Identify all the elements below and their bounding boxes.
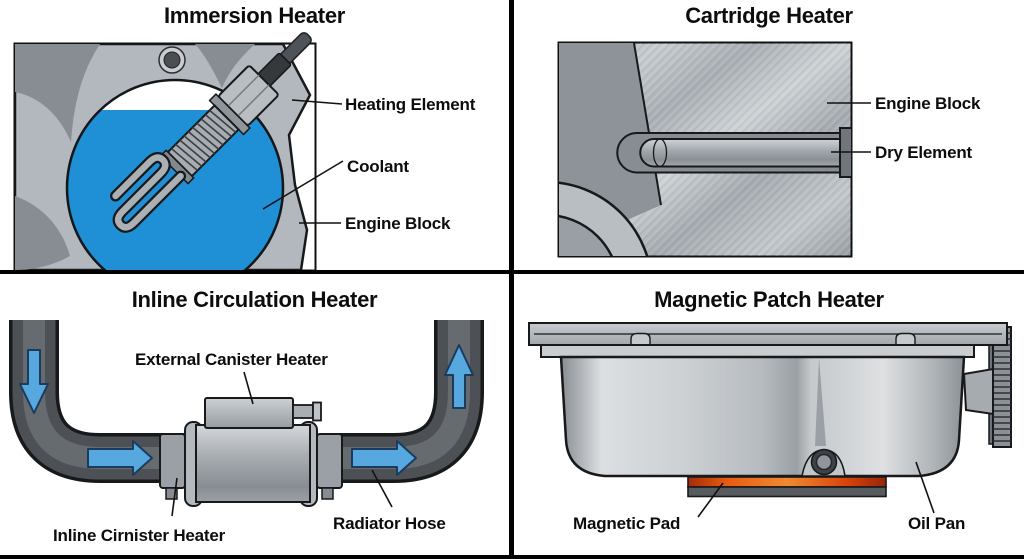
- label-engine-block: Engine Block: [345, 214, 451, 233]
- canister-nozzle-tip: [312, 401, 322, 422]
- casting-ribs: [15, 44, 255, 270]
- label-external-canister-heater: External Canister Heater: [135, 350, 328, 369]
- magnetic-pad-base: [687, 486, 887, 498]
- leader-coolant: [262, 160, 344, 210]
- block-notch-right: [895, 332, 916, 345]
- facet-edge: [633, 43, 662, 206]
- panel-title-immersion: Immersion Heater: [163, 3, 346, 28]
- flow-arrow-right-1: [87, 440, 153, 476]
- panel-title-inline: Inline Circulation Heater: [131, 287, 378, 312]
- bore-hole: [559, 214, 613, 256]
- panel-inline-circulation-heater: Inline Circulation Heater: [0, 274, 509, 555]
- leader-oil-pan: [915, 461, 935, 514]
- radiator-hose-right: [330, 320, 484, 483]
- block-notch-left: [630, 332, 651, 345]
- label-magnetic-pad: Magnetic Pad: [573, 514, 681, 533]
- flow-arrow-up: [444, 344, 474, 409]
- engine-block-bottom: [528, 322, 1008, 346]
- coolant-cavity-outline: [65, 78, 285, 270]
- flow-arrows: [19, 344, 474, 476]
- leader-lines: [697, 461, 935, 518]
- heating-element-loop: [112, 154, 184, 231]
- canister-body: [195, 424, 311, 503]
- flow-arrow-right-2: [351, 440, 417, 476]
- canister-heater-housing: [204, 397, 294, 429]
- magnetic-pad-hot-strip: [687, 476, 887, 488]
- gear-bracket: [962, 367, 994, 416]
- dry-element: [639, 138, 847, 168]
- label-dry-element: Dry Element: [875, 143, 973, 162]
- leader-lines: [262, 99, 344, 224]
- label-engine-block: Engine Block: [875, 94, 981, 113]
- leader-magnetic-pad: [697, 482, 724, 518]
- panel-title-cartridge: Cartridge Heater: [685, 3, 853, 28]
- dry-element-tip-seam: [652, 138, 668, 168]
- hose-clamp-left: [159, 433, 186, 500]
- bolt-hole: [158, 46, 186, 74]
- immersion-heater-illustration: [13, 32, 344, 270]
- hose-clamp-right: [316, 433, 343, 500]
- label-coolant: Coolant: [347, 157, 409, 176]
- vertical-divider: [509, 0, 514, 559]
- label-heating-element: Heating Element: [345, 95, 476, 114]
- leader-inline-canister-heater: [171, 477, 178, 517]
- panel-cartridge-heater: Cartridge Heater: [514, 0, 1024, 270]
- oil-pan-flange: [540, 344, 975, 358]
- leader-heating-element: [291, 99, 343, 105]
- drain-plug: [810, 448, 838, 476]
- panel-immersion-heater: Immersion Heater: [0, 0, 509, 270]
- leader-radiator-hose: [371, 469, 393, 508]
- bottom-border: [0, 555, 1024, 559]
- panel-title-magnetic: Magnetic Patch Heater: [654, 287, 884, 312]
- cartridge-heater-illustration: [557, 41, 871, 258]
- inline-circulation-heater-illustration: [9, 320, 484, 517]
- inline-canister-heater: [184, 397, 322, 507]
- immersion-heater-assembly: [110, 32, 312, 233]
- canister-nozzle: [292, 404, 314, 419]
- magnetic-patch-heater-illustration: [528, 322, 1012, 518]
- pan-ridge: [815, 358, 826, 446]
- flow-arrow-down: [19, 349, 49, 414]
- horizontal-divider: [0, 270, 1024, 274]
- leader-lines: [171, 371, 393, 517]
- label-oil-pan: Oil Pan: [908, 514, 966, 533]
- leader-lines: [827, 102, 871, 153]
- panel-magnetic-patch-heater: Magnetic Patch Heater: [514, 274, 1024, 555]
- leader-external-canister-heater: [243, 371, 254, 405]
- label-radiator-hose: Radiator Hose: [333, 514, 446, 533]
- hex-nut-facets: [227, 74, 270, 117]
- thread-ridges: [170, 109, 237, 172]
- label-inline-canister-heater: Inline Cirnister Heater: [53, 526, 226, 545]
- oil-pan: [559, 355, 966, 478]
